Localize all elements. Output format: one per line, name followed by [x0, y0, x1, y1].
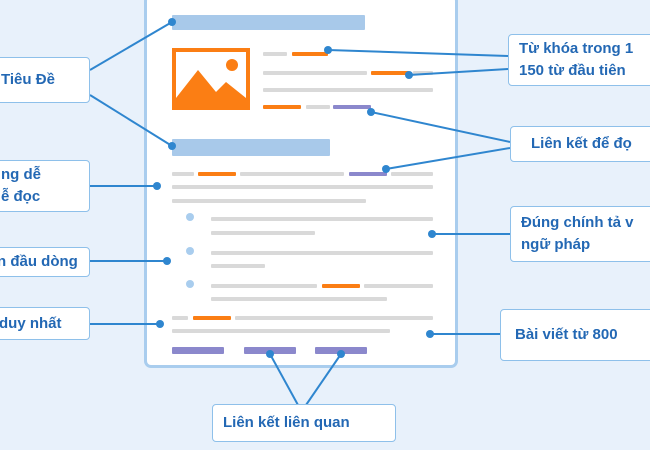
label-unique-text: duy nhất	[0, 314, 62, 332]
label-bullets: n đầu dòng	[0, 247, 90, 277]
label-keyword-line1: Từ khóa trong 1	[519, 40, 634, 57]
text-line	[172, 329, 390, 333]
text-line	[263, 88, 433, 92]
label-title: Tiêu Đề	[0, 57, 90, 103]
heading-bar-top	[172, 15, 365, 30]
internal-link	[333, 105, 371, 109]
label-related-links: Liên kết liên quan	[212, 404, 396, 442]
internal-link	[349, 172, 387, 176]
text-line	[172, 199, 366, 203]
text-line	[172, 172, 194, 176]
text-line	[235, 316, 433, 320]
text-line	[306, 105, 330, 109]
keyword-highlight	[292, 52, 328, 56]
text-line	[211, 231, 315, 235]
label-spelling-line1: Đúng chính tả v	[521, 214, 634, 231]
label-title-text: Tiêu Đề	[1, 71, 55, 88]
label-spelling: Đúng chính tả v ngữ pháp	[510, 206, 650, 262]
related-link	[172, 347, 224, 354]
text-line	[263, 52, 287, 56]
text-line	[364, 284, 433, 288]
label-readable-line2: ễ đọc	[1, 188, 41, 205]
label-readable-line1: ng dễ	[1, 166, 41, 183]
keyword-highlight	[198, 172, 236, 176]
text-line	[413, 71, 433, 75]
text-line	[172, 316, 188, 320]
label-keyword: Từ khóa trong 1 150 từ đầu tiên	[508, 34, 650, 86]
label-keyword-line2: 150 từ đầu tiên	[519, 62, 626, 79]
text-line	[391, 172, 433, 176]
keyword-highlight	[322, 284, 360, 288]
keyword-highlight	[263, 105, 301, 109]
bullet-dot	[186, 213, 194, 221]
text-line	[211, 297, 387, 301]
bullet-dot	[186, 247, 194, 255]
label-readable: ng dễ ễ đọc	[0, 160, 90, 212]
label-spelling-line2: ngữ pháp	[521, 236, 591, 253]
label-links-read: Liên kết để đọ	[510, 126, 650, 162]
image-icon	[172, 48, 250, 110]
label-length: Bài viết từ 800	[500, 309, 650, 361]
keyword-highlight	[371, 71, 409, 75]
heading-bar-second	[172, 139, 330, 156]
keyword-highlight	[193, 316, 231, 320]
text-line	[211, 264, 265, 268]
text-line	[240, 172, 344, 176]
text-line	[211, 284, 317, 288]
text-line	[211, 217, 433, 221]
label-links-read-text: Liên kết để đọ	[531, 135, 632, 152]
label-unique: duy nhất	[0, 307, 90, 340]
text-line	[211, 251, 433, 255]
label-related-links-text: Liên kết liên quan	[223, 414, 350, 431]
label-length-text: Bài viết từ 800	[515, 326, 618, 343]
text-line	[263, 71, 367, 75]
label-bullets-text: n đầu dòng	[0, 253, 78, 270]
text-line	[172, 185, 433, 189]
bullet-dot	[186, 280, 194, 288]
